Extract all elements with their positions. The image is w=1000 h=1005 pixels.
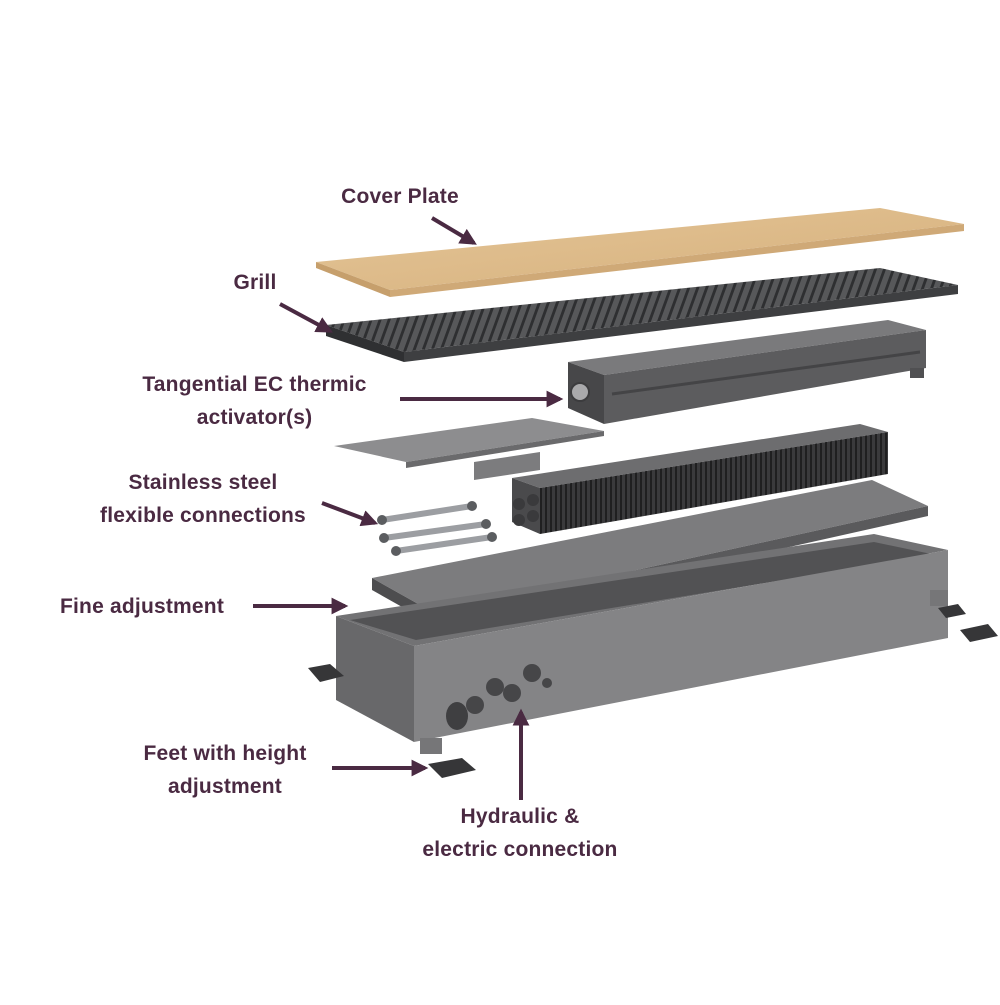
flexible-hose-3 xyxy=(393,534,495,554)
trench-housing xyxy=(336,534,948,742)
arrow-grill xyxy=(279,302,333,333)
label-feet: Feet with height adjustment xyxy=(120,737,330,803)
pipe-port-3 xyxy=(513,514,525,526)
cover-plate-edge xyxy=(316,262,390,297)
conduit-knockout-5 xyxy=(542,678,552,688)
divider-plate-edge xyxy=(406,431,604,468)
label-cover-plate: Cover Plate xyxy=(300,180,500,213)
cover-plate-front-edge xyxy=(390,224,964,297)
grill-top xyxy=(326,268,958,352)
foot-bracket-right xyxy=(930,590,948,606)
housing-front-wall xyxy=(414,550,948,742)
adjustable-feet xyxy=(308,590,998,778)
label-fine-adjustment: Fine adjustment xyxy=(60,590,250,623)
pipe-port-2 xyxy=(527,494,539,506)
pipe-cutout xyxy=(446,702,468,730)
hose-fitting xyxy=(377,515,387,525)
grill-front-edge xyxy=(404,285,958,362)
heat-exchanger-fins xyxy=(540,432,888,534)
label-cover-plate-line: Cover Plate xyxy=(341,185,459,208)
conduit-knockout-1 xyxy=(466,696,484,714)
activator-unit xyxy=(568,320,926,424)
label-flex-line-1: Stainless steel xyxy=(128,471,278,494)
label-flex-line-2: flexible connections xyxy=(100,504,306,527)
label-hydraulic-line-2: electric connection xyxy=(422,838,618,861)
label-activator: Tangential EC thermic activator(s) xyxy=(112,368,397,434)
heat-exchanger xyxy=(512,424,888,534)
pipe-port-1 xyxy=(513,498,525,510)
grill xyxy=(326,268,958,362)
divider-plate-tab xyxy=(474,452,540,480)
cover-plate-top xyxy=(316,208,964,290)
arrow-cover-plate xyxy=(430,216,477,245)
activator-rail xyxy=(611,350,921,396)
activator-top xyxy=(568,320,926,375)
conduit-knockout-3 xyxy=(503,684,521,702)
label-feet-line-2: adjustment xyxy=(167,775,282,798)
housing-cavity xyxy=(350,542,936,640)
label-flex: Stainless steel flexible connections xyxy=(78,466,328,532)
label-hydraulic: Hydraulic & electric connection xyxy=(400,800,640,866)
label-fine-line: Fine adjustment xyxy=(60,595,225,618)
callout-arrows xyxy=(253,216,564,800)
foot-pad-rear-right xyxy=(938,604,966,618)
hose-fitting xyxy=(379,533,389,543)
label-grill-line: Grill xyxy=(233,271,277,294)
heat-exchanger-top xyxy=(512,424,888,488)
conduit-knockout-4 xyxy=(523,664,541,682)
hose-fitting xyxy=(481,519,491,529)
foot-pad-rear-left xyxy=(308,664,344,682)
arrow-flex xyxy=(321,501,379,527)
foot-pad-front-left xyxy=(428,758,476,778)
grill-side-edge xyxy=(326,325,404,362)
label-activator-line-1: Tangential EC thermic xyxy=(142,373,367,396)
flexible-hoses xyxy=(377,501,497,556)
hose-fitting xyxy=(467,501,477,511)
label-feet-line-1: Feet with height xyxy=(143,742,307,765)
conduit-knockout-2 xyxy=(486,678,504,696)
activator-front xyxy=(604,330,926,424)
label-grill: Grill xyxy=(205,266,305,299)
divider-plate-top xyxy=(334,418,604,462)
divider-plate xyxy=(334,418,604,480)
housing-side-wall xyxy=(336,616,414,742)
activator-foot-right xyxy=(910,368,924,378)
label-activator-line-2: activator(s) xyxy=(196,406,313,429)
inner-tray-top xyxy=(372,480,928,614)
flexible-hose-2 xyxy=(381,521,489,541)
activator-motor-hub xyxy=(570,382,590,402)
hose-fitting xyxy=(487,532,497,542)
cover-plate xyxy=(316,208,964,297)
foot-pad-front-right xyxy=(960,624,998,642)
label-hydraulic-line-1: Hydraulic & xyxy=(460,805,580,828)
hose-fitting xyxy=(391,546,401,556)
foot-bracket-left xyxy=(420,738,442,754)
pipe-port-4 xyxy=(527,510,539,522)
flexible-hose-1 xyxy=(379,503,475,523)
